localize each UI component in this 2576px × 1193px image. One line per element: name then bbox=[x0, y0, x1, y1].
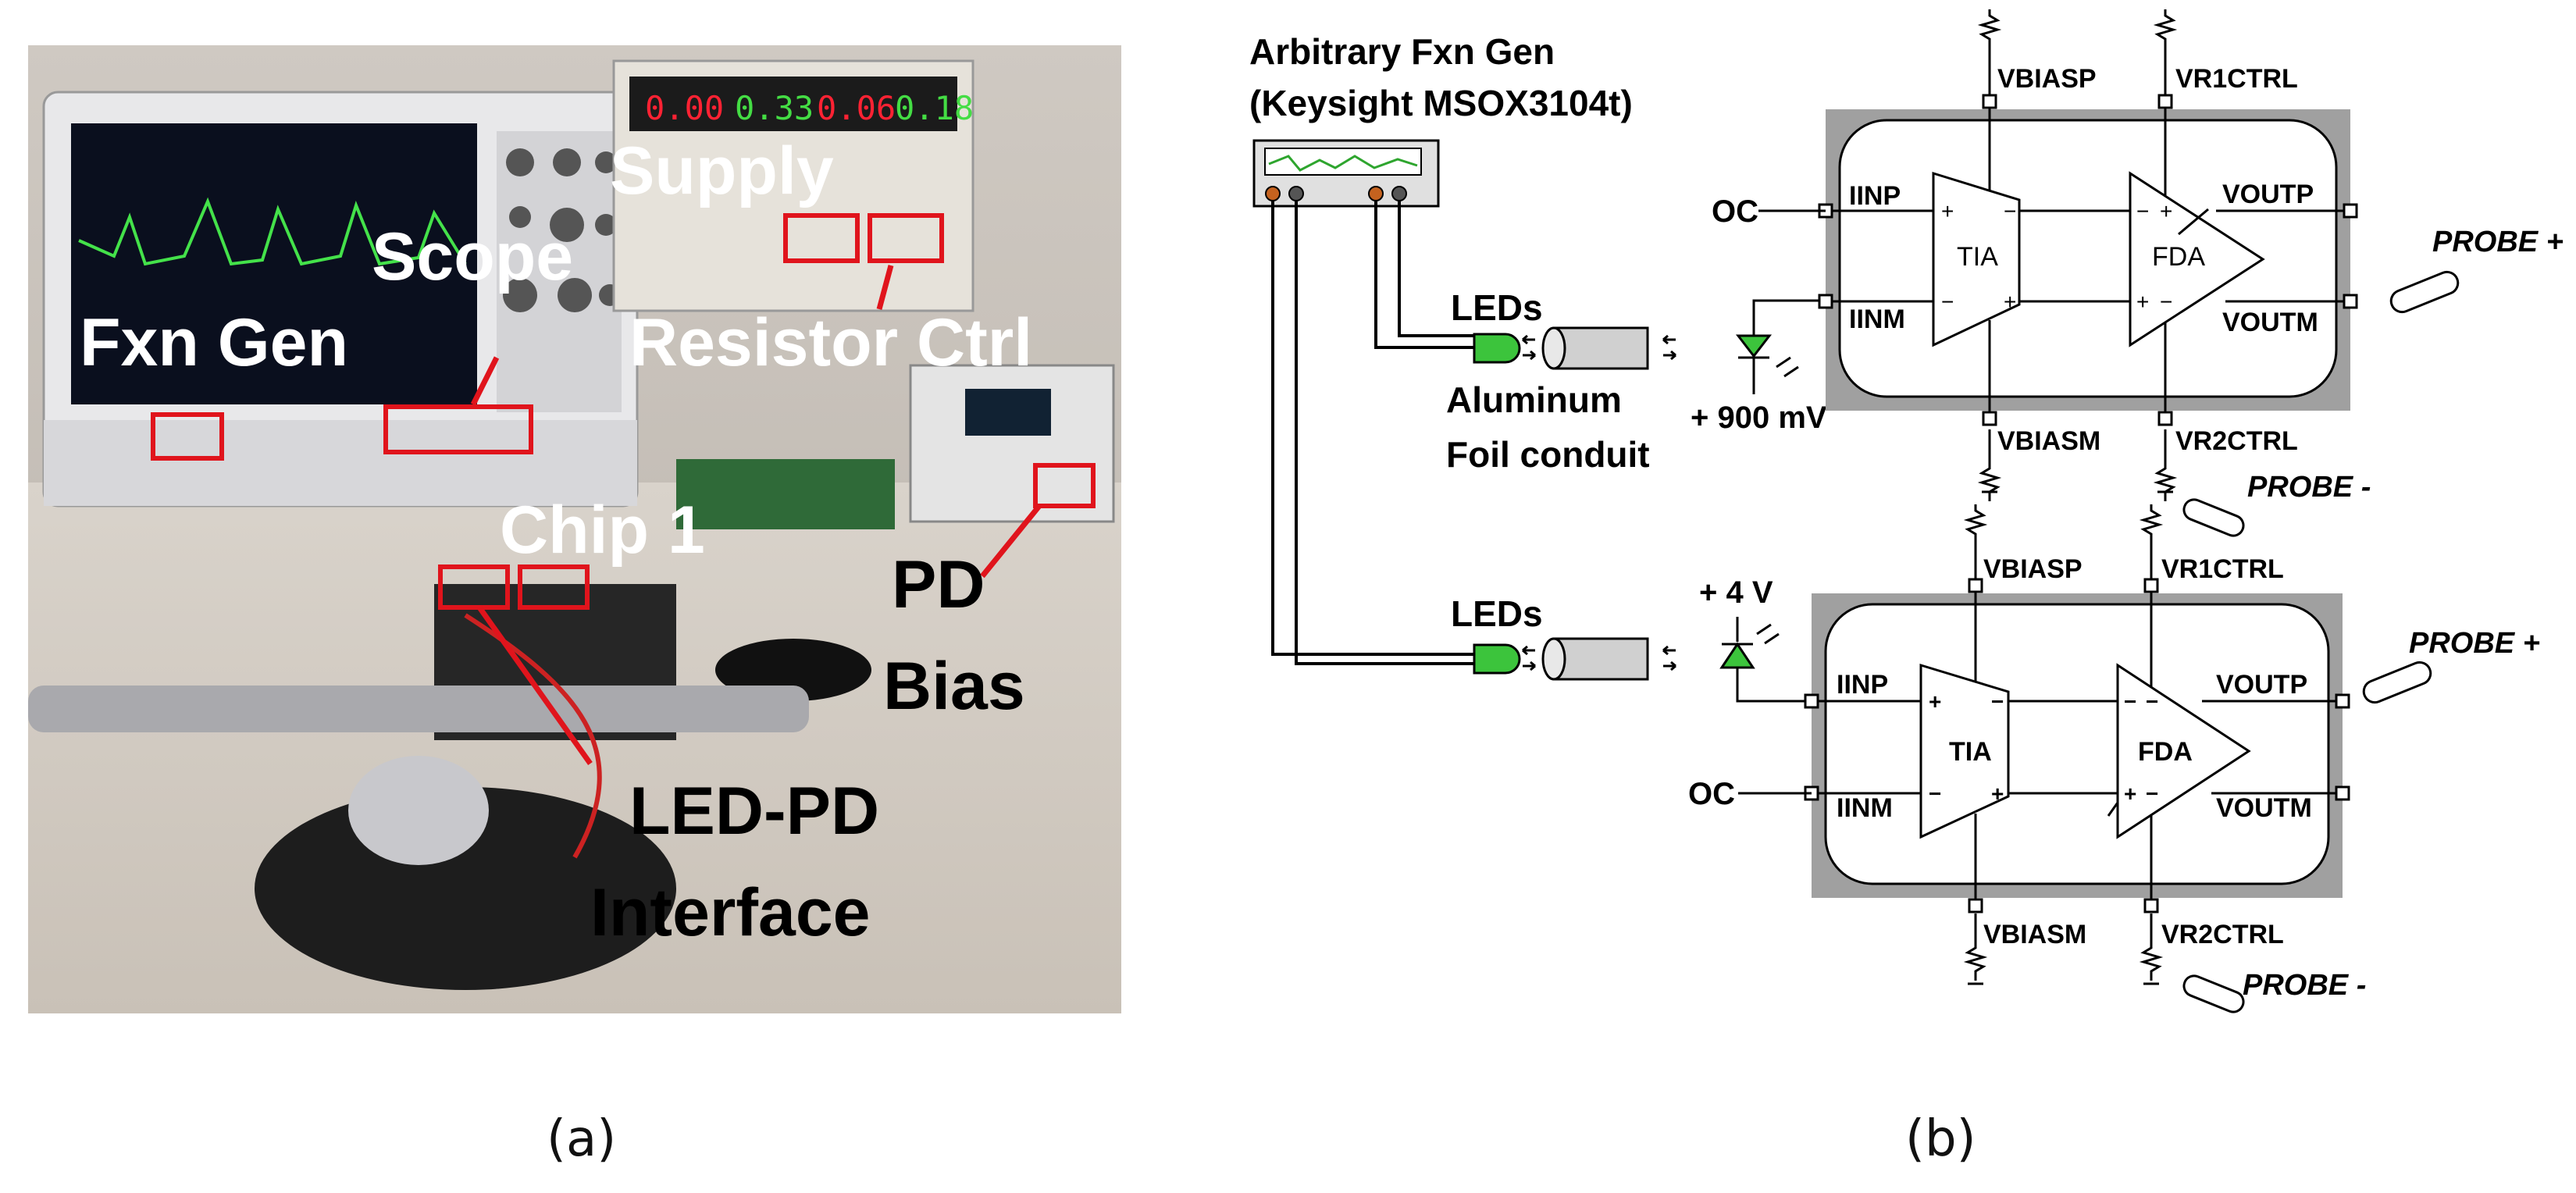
vbiasp-label-top: VBIASP bbox=[1997, 64, 2097, 94]
svg-text:−: − bbox=[2146, 782, 2158, 806]
fxn-gen-instrument bbox=[1252, 139, 1440, 208]
leds-label-bottom: LEDs bbox=[1451, 593, 1543, 634]
tia-label: TIA bbox=[1957, 242, 1998, 272]
label-fxn-gen: Fxn Gen bbox=[80, 305, 348, 380]
led-top bbox=[1473, 333, 1521, 364]
resistor-board bbox=[676, 459, 895, 529]
oc-label-bottom: OC bbox=[1688, 777, 1735, 811]
fda-label: FDA bbox=[2152, 242, 2205, 272]
svg-text:+: + bbox=[2160, 199, 2172, 223]
lab-setup-photo: 0.00 0.33 0.06 0.18 Supply Scope Fxn Gen… bbox=[28, 45, 1121, 1013]
label-pd: PD bbox=[892, 547, 985, 622]
conduit-label-line1: Aluminum bbox=[1446, 379, 1622, 420]
label-chip1: Chip 1 bbox=[500, 493, 705, 568]
svg-text:+: + bbox=[1991, 782, 2004, 806]
conduit-bottom bbox=[1541, 637, 1649, 681]
voutp-label-bottom: VOUTP bbox=[2216, 670, 2307, 700]
svg-text:0.06: 0.06 bbox=[817, 89, 896, 127]
label-bias: Bias bbox=[883, 649, 1025, 724]
vbiasp-label-bottom: VBIASP bbox=[1983, 554, 2083, 584]
svg-text:+: + bbox=[2124, 782, 2136, 806]
vr2ctrl-label-top: VR2CTRL bbox=[2175, 426, 2298, 456]
label-scope: Scope bbox=[372, 219, 573, 294]
vr1ctrl-label-bottom: VR1CTRL bbox=[2161, 554, 2284, 584]
leds-label-top: LEDs bbox=[1451, 287, 1543, 328]
photodiode-bottom bbox=[1719, 617, 1810, 703]
voutm-label-top: VOUTM bbox=[2222, 308, 2318, 337]
svg-text:0.18: 0.18 bbox=[895, 89, 974, 127]
label-supply: Supply bbox=[610, 134, 834, 208]
svg-text:−: − bbox=[2146, 689, 2158, 714]
pointer-lines bbox=[470, 265, 1042, 766]
svg-text:−: − bbox=[2124, 689, 2136, 714]
bias-resistor-stubs bbox=[1963, 9, 2178, 985]
probe-icon bbox=[2182, 661, 2432, 1013]
oc-label-top: OC bbox=[1712, 194, 1758, 229]
highlight-boxes bbox=[151, 213, 1096, 610]
conduit-top bbox=[1541, 326, 1649, 370]
label-resistor-ctrl: Resistor Ctrl bbox=[629, 305, 1032, 380]
fda-amplifier bbox=[2116, 663, 2251, 839]
caption-b: (b) bbox=[1905, 1110, 1976, 1168]
probe-icon bbox=[2182, 270, 2460, 537]
led-bottom bbox=[1473, 643, 1521, 675]
tia-amplifier bbox=[1919, 663, 2010, 839]
iinp-label-bottom: IINP bbox=[1837, 670, 1888, 700]
iinm-label-bottom: IINM bbox=[1837, 793, 1893, 823]
vr2ctrl-label-bottom: VR2CTRL bbox=[2161, 920, 2284, 949]
iinp-label-top: IINP bbox=[1849, 181, 1901, 211]
pd-bias-supply bbox=[909, 364, 1115, 523]
fxn-gen-title: Arbitrary Fxn Gen bbox=[1249, 31, 1555, 72]
fda-amplifier bbox=[2129, 171, 2265, 347]
probe-plus-label-bottom: PROBE + bbox=[2409, 627, 2540, 660]
led-pd-fixture bbox=[348, 756, 489, 865]
label-led-pd: LED-PD bbox=[629, 774, 879, 849]
svg-text:+: + bbox=[1941, 199, 1954, 223]
svg-text:−: − bbox=[1941, 290, 1954, 314]
svg-text:+: + bbox=[2136, 290, 2149, 314]
bias-label-bottom: + 4 V bbox=[1699, 575, 1773, 610]
probe-minus-label-bottom: PROBE - bbox=[2243, 969, 2366, 1002]
conduit-label-line2: Foil conduit bbox=[1446, 434, 1650, 475]
oscilloscope bbox=[42, 91, 639, 507]
bias-label-top: + 900 mV bbox=[1691, 401, 1827, 435]
svg-text:+: + bbox=[1929, 689, 1941, 714]
photodiode-top bbox=[1735, 299, 1827, 394]
caption-a: (a) bbox=[547, 1110, 616, 1168]
label-interface: Interface bbox=[590, 875, 871, 950]
vr1ctrl-label-top: VR1CTRL bbox=[2175, 64, 2298, 94]
svg-text:+: + bbox=[2004, 290, 2016, 314]
vbiasm-label-bottom: VBIASM bbox=[1983, 920, 2086, 949]
svg-text:−: − bbox=[1991, 689, 2004, 714]
voutp-label-top: VOUTP bbox=[2222, 180, 2314, 209]
chip-top: TIA FDA +− −+ −+ +− bbox=[1818, 94, 2358, 426]
svg-text:−: − bbox=[1929, 782, 1941, 806]
probe-plus-label-top: PROBE + bbox=[2432, 226, 2564, 258]
probe-minus-label-top: PROBE - bbox=[2247, 471, 2371, 504]
svg-text:−: − bbox=[2004, 199, 2016, 223]
fda-label: FDA bbox=[2138, 737, 2193, 767]
generator-wires bbox=[1271, 201, 1476, 665]
chip-bottom: TIA FDA +− −+ −− +− bbox=[1804, 578, 2350, 913]
tia-label: TIA bbox=[1949, 737, 1992, 767]
svg-text:0.33: 0.33 bbox=[735, 89, 814, 127]
vbiasm-label-top: VBIASM bbox=[1997, 426, 2100, 456]
svg-text:−: − bbox=[2136, 199, 2149, 223]
power-supply: 0.00 0.33 0.06 0.18 bbox=[612, 59, 974, 312]
voutm-label-bottom: VOUTM bbox=[2216, 793, 2312, 823]
fxn-gen-model: (Keysight MSOX3104t) bbox=[1249, 83, 1633, 123]
svg-text:0.00: 0.00 bbox=[645, 89, 724, 127]
iinm-label-top: IINM bbox=[1849, 304, 1905, 334]
svg-text:−: − bbox=[2160, 290, 2172, 314]
rail bbox=[28, 686, 809, 732]
